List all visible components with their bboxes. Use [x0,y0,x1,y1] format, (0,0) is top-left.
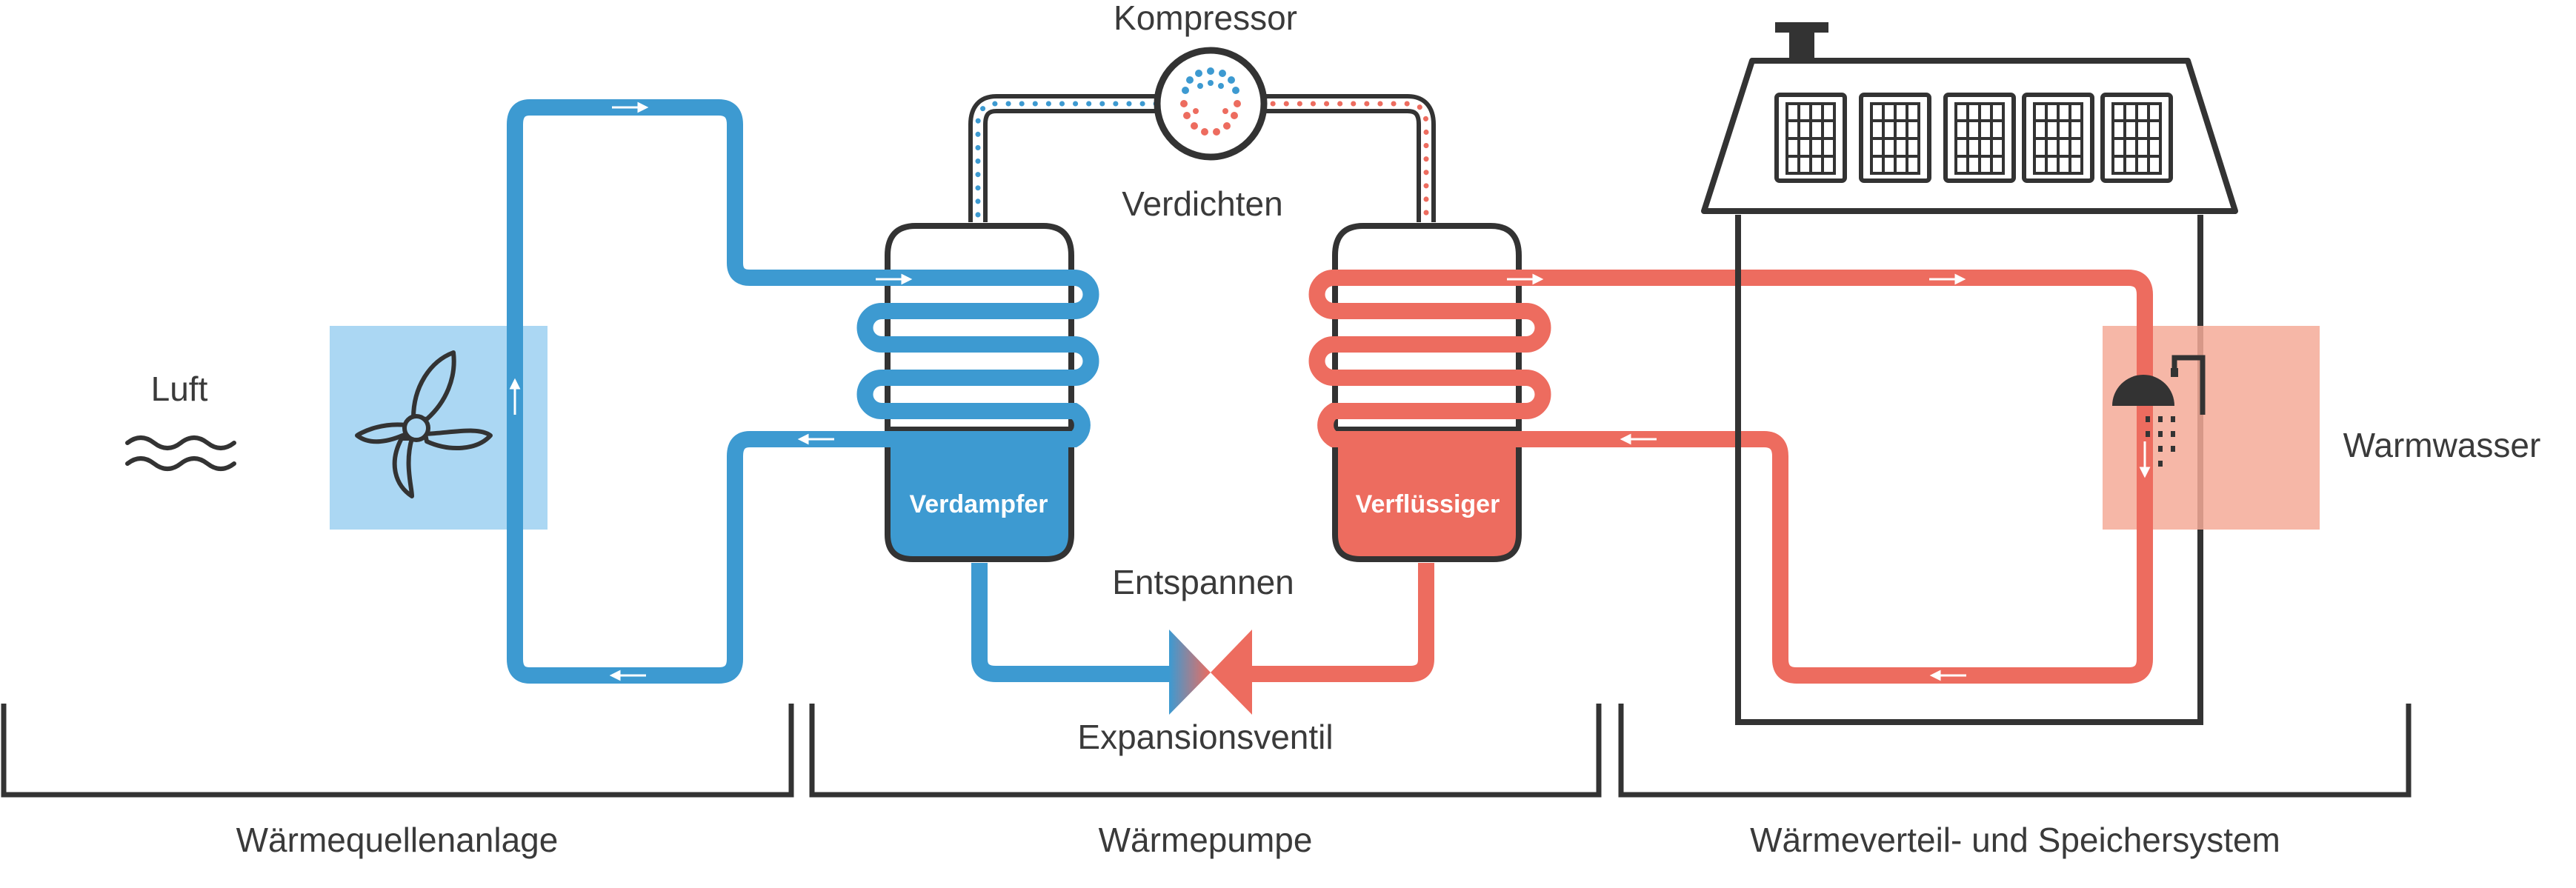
arrow-left-icon [1620,433,1657,445]
label-verfluessiger: Verflüssiger [1356,490,1500,518]
wave-icon [125,435,236,471]
arrow-left-icon [609,670,646,681]
warmwater-box [2103,326,2320,530]
source-loop-pipe [507,99,882,684]
solar-panel-icon [1859,93,1931,183]
label-expansionsventil: Expansionsventil [1077,718,1333,756]
label-luft: Luft [151,370,208,408]
section-brackets [1,704,2412,798]
expansion-valve-left [1169,630,1211,715]
flow-arrows [509,101,2151,681]
house-roof [1701,58,2238,214]
refrigerant-cold-line [1254,94,1436,222]
solar-panel-icon [2022,93,2094,183]
arrow-right-icon [1507,273,1544,285]
label-warmwasser: Warmwasser [2343,426,2541,464]
arrow-right-icon [612,101,649,113]
shower-icon [2112,355,2206,467]
label-verdampfer: Verdampfer [909,490,1048,518]
compressor-icon [1154,47,1268,161]
expansion-valve-right [1211,630,1252,715]
fan-icon [355,350,493,498]
refrigerant-hot-line [968,94,1170,222]
arrow-left-icon [797,433,834,445]
arrow-up-icon [509,378,521,415]
bracket-pump [809,704,1602,798]
solar-panel-icon [1943,93,2016,183]
condenser [1308,223,1551,562]
evaporator [856,223,1099,562]
label-kompressor: Kompressor [1114,0,1297,37]
bracket-source [1,704,794,798]
section-label-source: Wärmequellenanlage [236,821,559,859]
bracket-distribution [1618,704,2412,798]
condenser-outlet-pipe [1245,563,1434,682]
distribution-flow-pipe [1511,270,2153,684]
section-label-pump: Wärmepumpe [1099,821,1313,859]
evaporator-coil [856,270,1099,447]
chimney-icon [1789,28,1814,58]
arrow-left-icon [1929,670,1966,681]
arrow-right-icon [876,273,913,285]
evaporator-outlet-pipe [971,563,1171,682]
arrow-right-icon [1929,273,1966,285]
solar-panel-icon [2100,93,2173,183]
label-verdichten: Verdichten [1122,184,1282,223]
arrow-down-icon [2139,441,2151,478]
label-entspannen: Entspannen [1112,563,1294,601]
section-label-distribution: Wärmeverteil- und Speichersystem [1750,821,2280,859]
solar-panel-icon [1774,93,1847,183]
condenser-coil [1308,270,1551,447]
